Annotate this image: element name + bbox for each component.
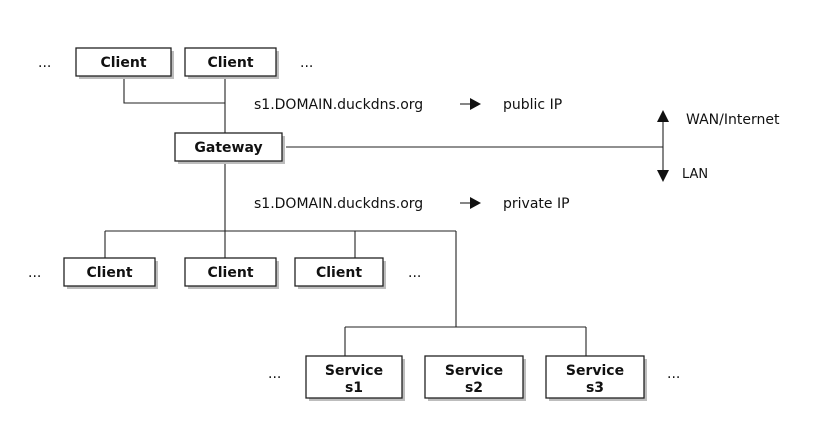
wire-top-client-1 <box>123 77 225 104</box>
public-arrow-head <box>470 98 481 110</box>
node-gateway: Gateway <box>174 132 285 164</box>
lan-client-3-label: Client <box>316 265 362 281</box>
service-s1-title: Service <box>325 363 383 379</box>
top-client-1-label: Client <box>100 55 146 71</box>
node-top-client-1: Client <box>75 47 174 79</box>
ellipsis-top-right: ... <box>300 55 313 71</box>
service-s3-title: Service <box>566 363 624 379</box>
node-service-s2: Service s2 <box>424 355 526 401</box>
node-lan-client-2: Client <box>184 257 279 289</box>
public-route-host: s1.DOMAIN.duckdns.org <box>254 97 423 113</box>
connectors <box>104 77 664 356</box>
lan-down-arrow-head <box>657 170 669 182</box>
node-lan-client-3: Client <box>294 257 386 289</box>
ellipsis-services-left: ... <box>268 366 281 382</box>
node-service-s1: Service s1 <box>305 355 405 401</box>
private-route-host: s1.DOMAIN.duckdns.org <box>254 196 423 212</box>
service-s1-id: s1 <box>345 380 363 396</box>
node-service-s3: Service s3 <box>545 355 647 401</box>
top-client-2-label: Client <box>207 55 253 71</box>
gateway-label: Gateway <box>194 140 262 156</box>
node-lan-client-1: Client <box>63 257 158 289</box>
ellipsis-lan-left: ... <box>28 265 41 281</box>
private-route-target: private IP <box>503 196 570 212</box>
wan-up-arrow-head <box>657 110 669 122</box>
lan-client-1-label: Client <box>86 265 132 281</box>
node-top-client-2: Client <box>184 47 279 79</box>
arrows <box>460 98 669 209</box>
service-s3-id: s3 <box>586 380 604 396</box>
wan-label: WAN/Internet <box>686 112 780 128</box>
ellipsis-top-left: ... <box>38 55 51 71</box>
ellipsis-services-right: ... <box>667 366 680 382</box>
lan-client-2-label: Client <box>207 265 253 281</box>
private-arrow-head <box>470 197 481 209</box>
service-s2-id: s2 <box>465 380 483 396</box>
lan-label: LAN <box>682 167 708 182</box>
public-route-target: public IP <box>503 97 562 113</box>
service-s2-title: Service <box>445 363 503 379</box>
ellipsis-lan-right: ... <box>408 265 421 281</box>
